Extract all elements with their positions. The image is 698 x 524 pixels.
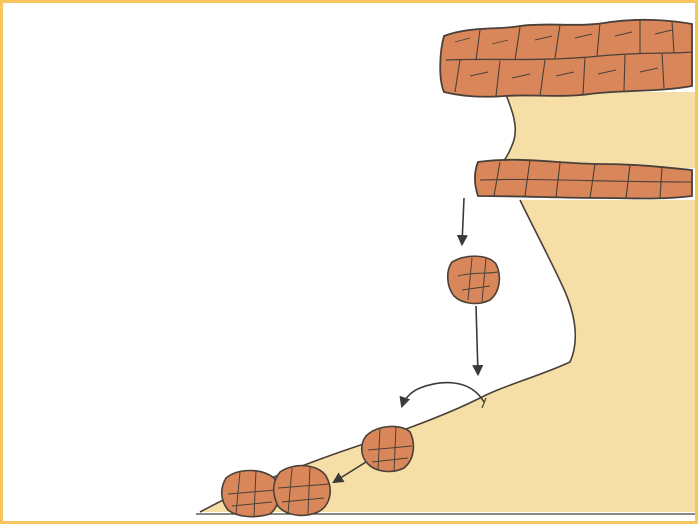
layered-rock-stratum-icon (440, 20, 692, 97)
slope-boulder-icon (362, 426, 414, 472)
cliff-slope (495, 92, 695, 168)
fall-arrow-2 (476, 306, 478, 374)
fall-arrow-1 (462, 198, 464, 244)
cliff-slope-lower (200, 200, 695, 512)
falling-boulder-icon (448, 256, 500, 303)
